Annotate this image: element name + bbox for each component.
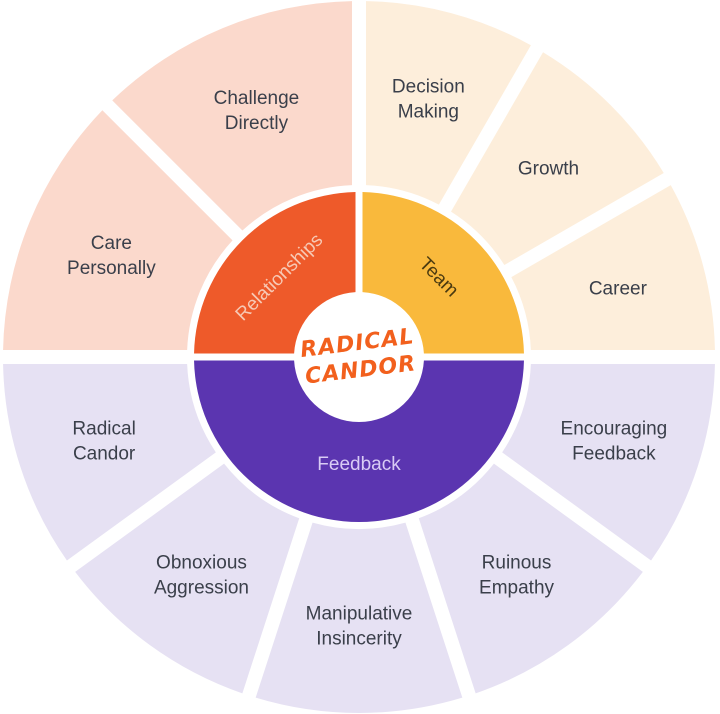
outer-segment-1 bbox=[112, 1, 353, 231]
outer-segment-7 bbox=[255, 522, 463, 713]
outer-segment-label-line: Radical bbox=[72, 418, 135, 439]
outer-segment-label-line: Decision bbox=[392, 77, 465, 98]
outer-segment-9 bbox=[3, 363, 216, 561]
outer-segment-label-line: Insincerity bbox=[316, 629, 402, 650]
outer-segment-label-line: Empathy bbox=[479, 577, 554, 598]
outer-segment-label-line: Growth bbox=[518, 158, 579, 179]
outer-segment-label-line: Making bbox=[398, 102, 459, 123]
outer-segment-label-line: Encouraging bbox=[561, 418, 668, 439]
outer-segment-0 bbox=[3, 110, 233, 351]
outer-segment-label-line: Personally bbox=[67, 258, 156, 279]
outer-segment-8 bbox=[75, 463, 300, 694]
center-hub bbox=[296, 294, 422, 420]
outer-segment-2 bbox=[365, 1, 531, 205]
outer-segment-6 bbox=[418, 463, 643, 694]
outer-segment-label-line: Feedback bbox=[572, 443, 656, 464]
outer-segment-label-line: Candor bbox=[73, 443, 136, 464]
outer-segment-label-line: Manipulative bbox=[306, 604, 413, 625]
outer-segment-label-line: Directly bbox=[225, 113, 289, 134]
outer-segment-label-3: Growth bbox=[518, 158, 579, 179]
outer-segment-label-line: Aggression bbox=[154, 577, 249, 598]
outer-segment-label-line: Care bbox=[91, 233, 132, 254]
outer-segment-4 bbox=[511, 185, 715, 351]
outer-segment-3 bbox=[450, 52, 664, 266]
outer-segment-label-line: Obnoxious bbox=[156, 552, 247, 573]
inner-segment-label-feedback: Feedback bbox=[317, 454, 401, 475]
outer-segment-label-4: Career bbox=[589, 279, 648, 300]
outer-segment-label-line: Ruinous bbox=[482, 552, 552, 573]
outer-segment-5 bbox=[502, 363, 715, 561]
outer-segment-label-line: Challenge bbox=[214, 88, 300, 109]
inner-segment-feedback bbox=[194, 360, 524, 522]
inner-segment-team bbox=[362, 192, 524, 354]
inner-segment-relationships bbox=[194, 192, 356, 354]
outer-segment-label-line: Career bbox=[589, 279, 648, 300]
